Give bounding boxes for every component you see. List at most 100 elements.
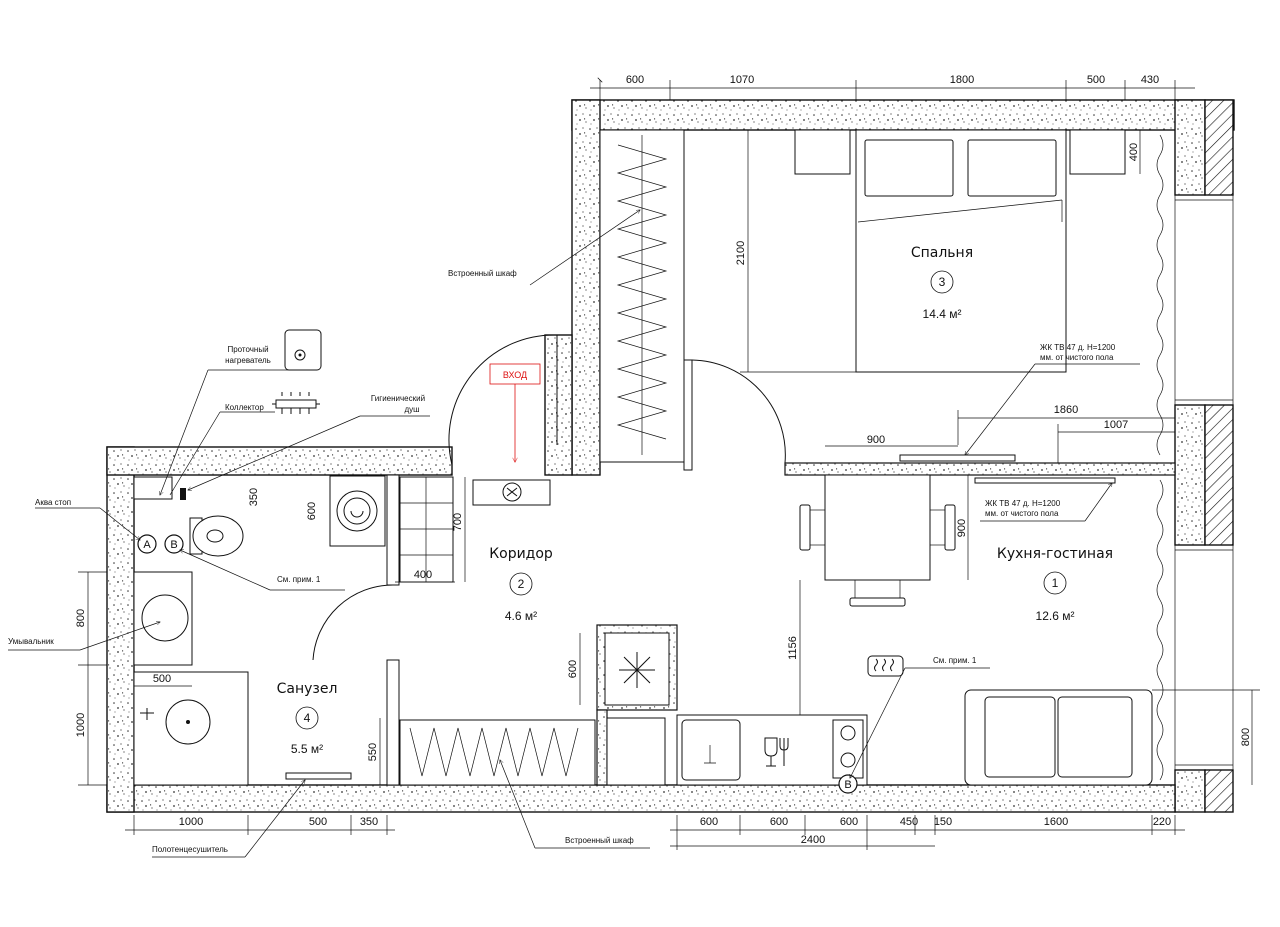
wardrobe-corridor bbox=[399, 719, 596, 786]
wall-fridge-column-lower bbox=[596, 709, 608, 786]
dim-bath-700: 700 bbox=[452, 513, 464, 531]
shower bbox=[133, 671, 249, 786]
dim-bottom-600-a: 600 bbox=[700, 816, 718, 828]
wall-top bbox=[571, 99, 1235, 131]
callout-heater-2: нагреватель bbox=[225, 356, 271, 365]
dim-1860: 1860 bbox=[1054, 404, 1078, 416]
dim-bottom-600-c: 600 bbox=[840, 816, 858, 828]
callout-wardrobe-top: Встроенный шкаф bbox=[448, 269, 517, 278]
dining-table bbox=[799, 474, 956, 607]
fridge-icon bbox=[619, 652, 655, 688]
dim-1007: 1007 bbox=[1104, 419, 1128, 431]
dim-900-table: 900 bbox=[956, 519, 968, 537]
spiral-icon bbox=[336, 490, 378, 532]
callout-see-note-kitchen: См. прим. 1 bbox=[933, 656, 977, 665]
marker-b-kitchen: B bbox=[838, 774, 858, 794]
wall-bath-right-lower bbox=[386, 659, 400, 786]
dim-bottom-1000: 1000 bbox=[179, 816, 203, 828]
dim-right-800: 800 bbox=[1240, 728, 1252, 746]
callouts: Встроенный шкаф Проточный нагреватель Ко… bbox=[8, 210, 1140, 858]
dim-bottom-1600: 1600 bbox=[1044, 816, 1068, 828]
callout-tv-kitchen-2: мм. от чистого пола bbox=[985, 509, 1059, 518]
towel-dryer bbox=[285, 772, 352, 780]
wall-right-top bbox=[1174, 99, 1206, 196]
door-bath-swing bbox=[312, 584, 394, 661]
callout-tv-bedroom-2: мм. от чистого пола bbox=[1040, 353, 1114, 362]
kitchen-sink bbox=[681, 719, 741, 781]
dim-bath-400: 400 bbox=[414, 569, 432, 581]
tv-bedroom bbox=[899, 454, 1016, 462]
entry-marker: ВХОД bbox=[489, 363, 541, 462]
room-corridor-number: 2 bbox=[518, 577, 525, 591]
blanket-fold bbox=[857, 199, 1063, 223]
callout-washbasin: Умывальник bbox=[8, 637, 54, 646]
dimension-lines: 600 1070 1800 500 430 2100 400 1860 1007… bbox=[75, 74, 1260, 850]
sofa bbox=[964, 689, 1153, 786]
wall-right-mid bbox=[1174, 404, 1206, 546]
pillow-left bbox=[864, 139, 954, 197]
dim-top-430: 430 bbox=[1141, 74, 1159, 86]
door-entry-swing bbox=[448, 334, 558, 466]
wall-right-mid-brick bbox=[1204, 404, 1234, 546]
fork-icon bbox=[779, 738, 789, 766]
dim-fridge-600: 600 bbox=[567, 660, 579, 678]
dim-bottom-500: 500 bbox=[309, 816, 327, 828]
dim-900-tv: 900 bbox=[867, 434, 885, 446]
marker-a-label: A bbox=[143, 539, 151, 551]
callout-see-note-bath: См. прим. 1 bbox=[277, 575, 321, 584]
dim-bottom-450: 450 bbox=[900, 816, 918, 828]
collector-icon bbox=[272, 392, 320, 414]
room-corridor: Коридор 2 4.6 м² bbox=[489, 546, 553, 623]
washing-machine bbox=[329, 475, 386, 547]
toilet bbox=[189, 515, 244, 557]
room-bathroom-area: 5.5 м² bbox=[291, 742, 323, 756]
wall-bath-left bbox=[106, 446, 135, 813]
dim-bottom-150: 150 bbox=[934, 816, 952, 828]
room-bedroom: Спальня 3 14.4 м² bbox=[911, 245, 973, 321]
dim-bottom-600-b: 600 bbox=[770, 816, 788, 828]
callout-hygienic-2: душ bbox=[404, 405, 419, 414]
callout-tv-bedroom-1: ЖК ТВ 47 д. Н=1200 bbox=[1040, 343, 1116, 352]
wardrobe-corridor-hangers bbox=[409, 727, 579, 777]
dim-top-500: 500 bbox=[1087, 74, 1105, 86]
room-kitchen: Кухня-гостиная 1 12.6 м² bbox=[997, 546, 1113, 623]
room-bathroom-number: 4 bbox=[304, 711, 311, 725]
water-heater-icon bbox=[284, 329, 322, 371]
wall-bottom bbox=[106, 784, 1176, 813]
room-corridor-name: Коридор bbox=[489, 546, 553, 562]
callout-hygienic-1: Гигиенический bbox=[371, 394, 425, 403]
dishwasher-icon bbox=[764, 737, 778, 767]
marker-b: B bbox=[164, 534, 184, 554]
dim-top-600: 600 bbox=[626, 74, 644, 86]
room-kitchen-name: Кухня-гостиная bbox=[997, 546, 1113, 562]
wall-bedroom-left bbox=[571, 99, 601, 476]
wall-wardrobe-stub bbox=[683, 359, 693, 471]
bed bbox=[855, 129, 1067, 373]
dim-bottom-2400: 2400 bbox=[801, 834, 825, 846]
marker-a: A bbox=[137, 534, 157, 554]
callout-wardrobe-bottom: Встроенный шкаф bbox=[565, 836, 634, 845]
room-kitchen-number: 1 bbox=[1052, 576, 1059, 590]
callout-heater-1: Проточный bbox=[227, 345, 268, 354]
wall-bath-right-upper bbox=[386, 474, 400, 586]
hygienic-shower-icon bbox=[180, 488, 186, 500]
dim-bath-550: 550 bbox=[367, 743, 379, 761]
pillow-right bbox=[967, 139, 1057, 197]
room-bathroom-name: Санузел bbox=[277, 681, 338, 697]
fridge bbox=[604, 632, 670, 706]
dim-right-400: 400 bbox=[1128, 143, 1140, 161]
dim-left-1000: 1000 bbox=[75, 713, 87, 737]
room-kitchen-area: 12.6 м² bbox=[1036, 609, 1075, 623]
dim-sink-500: 500 bbox=[153, 673, 171, 685]
dim-2100: 2100 bbox=[735, 241, 747, 265]
dim-top-1800: 1800 bbox=[950, 74, 974, 86]
kitchen-counter bbox=[676, 714, 868, 786]
nightstand-right bbox=[1069, 129, 1126, 175]
dim-bath-600: 600 bbox=[306, 502, 318, 520]
wardrobe-bedroom-hangers bbox=[616, 144, 668, 440]
entry-label: ВХОД bbox=[503, 370, 527, 380]
radiator-icon bbox=[867, 655, 904, 677]
window-bedroom bbox=[1174, 195, 1234, 405]
tv-kitchen bbox=[974, 477, 1116, 484]
